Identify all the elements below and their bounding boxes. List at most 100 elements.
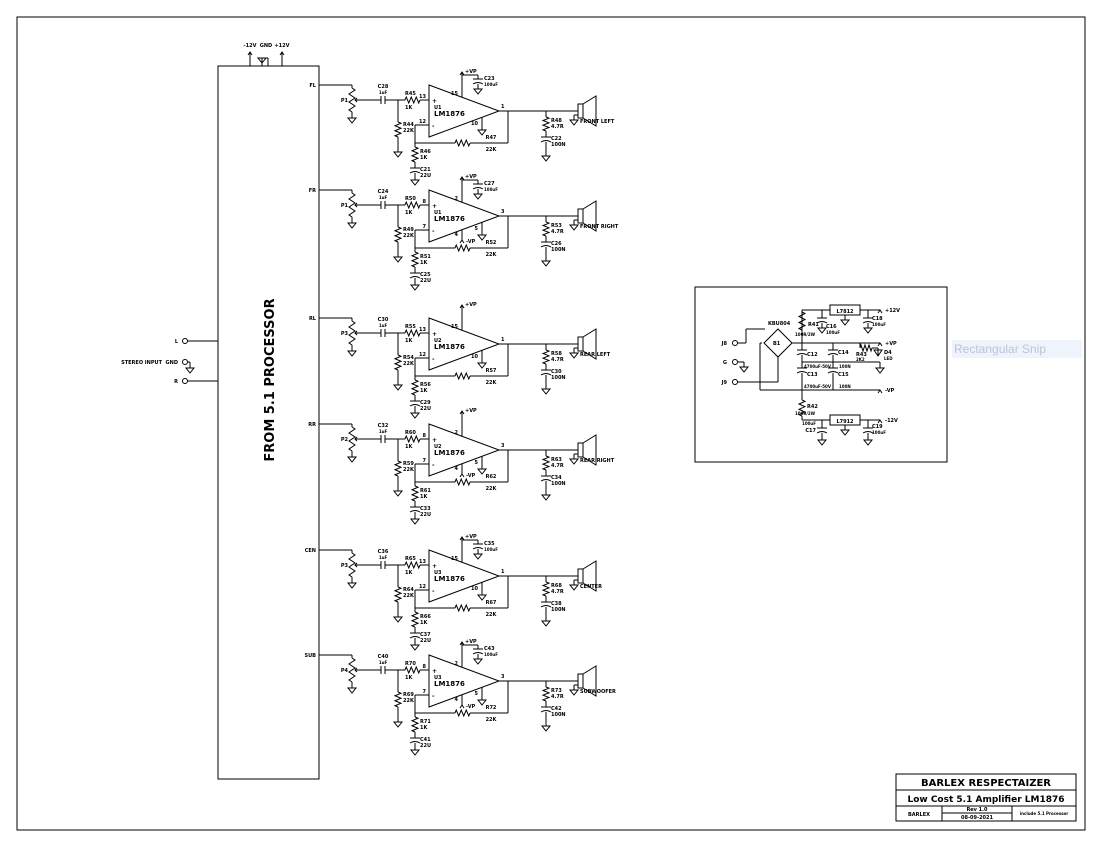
pin-number: 12 (419, 584, 426, 590)
opamp-lm1876 (428, 189, 501, 243)
rail-label: -VP (885, 388, 895, 394)
ground-icon (392, 616, 404, 623)
resistor (797, 311, 807, 331)
cap-label: C26 (551, 241, 562, 247)
cap-label: C14 (838, 350, 849, 356)
supply-arrow-icon (877, 389, 883, 394)
cap-value: 100uF (802, 421, 816, 426)
resistor-label: R70 (405, 661, 416, 667)
ground-icon (409, 518, 421, 525)
pot-wiper (354, 667, 359, 673)
resistor-label: R43 (856, 352, 867, 358)
resistor-value: 4.7R (551, 589, 564, 595)
resistor (404, 200, 421, 210)
capacitor (540, 605, 552, 608)
cap-value: 100N (551, 712, 566, 718)
pin-number: 5 (475, 460, 479, 466)
ground-icon (392, 151, 404, 158)
input-label-gnd: GND (166, 360, 178, 366)
input-label-right: R (174, 379, 178, 385)
cap-label: C23 (484, 76, 495, 82)
supply-label: +VP (465, 534, 477, 540)
resistor-value: 4.7R (551, 229, 564, 235)
ground-icon (874, 367, 886, 374)
resistor-value: 22K (486, 147, 498, 153)
pot-label: P4 (341, 668, 349, 674)
resistor (410, 485, 420, 502)
bridge-ref: B1 (773, 341, 781, 347)
resistor-label: R60 (405, 430, 416, 436)
capacitor (409, 404, 421, 407)
cap-label: C43 (484, 646, 495, 652)
speaker-label: CENTER (580, 584, 602, 590)
pin-number: 4 (455, 697, 459, 703)
cap-label: C42 (551, 706, 562, 712)
resistor-value: 22K (403, 128, 415, 134)
cap-label: C30 (551, 369, 562, 375)
speaker-label: SUBWOOFER (580, 689, 616, 695)
plus-input-sign: + (432, 437, 437, 444)
resistor (393, 226, 403, 243)
pot-label: P1 (341, 203, 349, 209)
resistor (541, 221, 551, 237)
resistor (454, 708, 471, 718)
pin-number: 13 (419, 327, 426, 333)
ground-icon (409, 412, 421, 419)
pin-number: 15 (451, 556, 458, 562)
speaker-icon (582, 665, 597, 697)
cap-label: C25 (420, 272, 431, 278)
ic-part: LM1876 (434, 215, 465, 223)
pin-number: 2 (455, 430, 459, 436)
resistor-label: R47 (486, 135, 497, 141)
ic-ref: U2 (434, 444, 442, 450)
supply-arrow-icon (877, 419, 883, 424)
resistor-value: 22K (403, 698, 415, 704)
pin-number: 1 (501, 337, 505, 343)
cap-label: C35 (484, 541, 495, 547)
resistor-value: 1K (420, 620, 428, 626)
ic-part: LM1876 (434, 680, 465, 688)
speaker-icon (577, 568, 584, 584)
opamp-lm1876 (428, 549, 501, 603)
processor-output-label: FL (309, 83, 316, 89)
ground-icon (816, 327, 828, 334)
led-icon (873, 349, 883, 357)
capacitor (409, 636, 421, 639)
pot-wiper (354, 202, 359, 208)
cap-value: 4700uF-50V (804, 384, 832, 389)
title-date: 08-09-2021 (961, 815, 994, 821)
cap-label: C22 (551, 136, 562, 142)
resistor-label: R63 (551, 457, 562, 463)
resistor-label: R57 (486, 368, 497, 374)
capacitor (540, 245, 552, 248)
pin-number: 3 (501, 209, 505, 215)
title-block: BARLEX RESPECTAIZER Low Cost 5.1 Amplifi… (895, 773, 1077, 822)
plus-input-sign: + (432, 668, 437, 675)
cap-value: 22U (420, 173, 431, 179)
resistor-value: 4.7R (551, 124, 564, 130)
ground-icon (540, 260, 552, 267)
cap-label: C12 (807, 352, 818, 358)
pin-number: 15 (451, 324, 458, 330)
ground-icon (472, 553, 484, 560)
snip-overlay: Rectangular Snip (952, 340, 1082, 358)
cap-value: 22U (420, 743, 431, 749)
plus-input-sign: + (432, 98, 437, 105)
pot-label: P3 (341, 563, 349, 569)
capacitor (409, 510, 421, 513)
pot-wiper (354, 562, 359, 568)
resistor (404, 328, 421, 338)
ic-ref: U2 (434, 338, 442, 344)
ground-icon (568, 584, 580, 591)
potentiometer (348, 87, 356, 113)
cap-label: C17 (805, 428, 816, 434)
resistor-label: R51 (420, 254, 431, 260)
pin-number: 8 (423, 433, 427, 439)
pin-number: 10 (471, 586, 478, 592)
minus-input-sign: - (432, 123, 435, 130)
ground-icon (476, 129, 488, 136)
cap-label: C37 (420, 632, 431, 638)
resistor (404, 95, 421, 105)
supply-label: +VP (465, 69, 477, 75)
